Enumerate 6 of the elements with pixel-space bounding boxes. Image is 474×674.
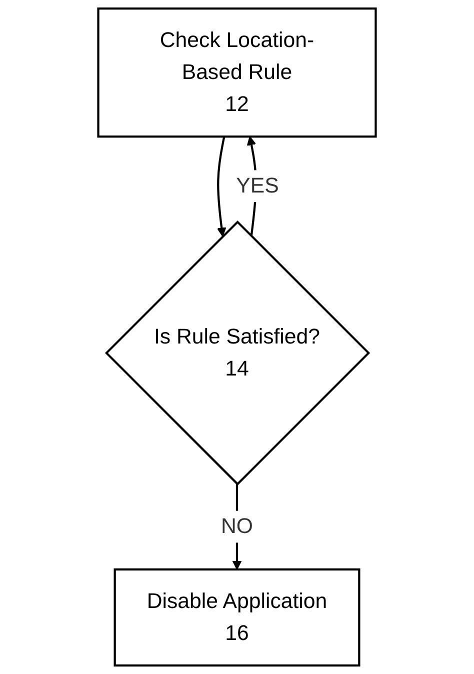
edge-label: YES <box>236 174 279 198</box>
edge-label: NO <box>220 515 254 538</box>
node-box: Check Location-Based Rule 12 <box>97 7 377 138</box>
node-diamond: Is Rule Satisfied? 14 <box>104 220 370 486</box>
node-box: Disable Application 16 <box>114 568 360 667</box>
arrow <box>216 136 226 237</box>
